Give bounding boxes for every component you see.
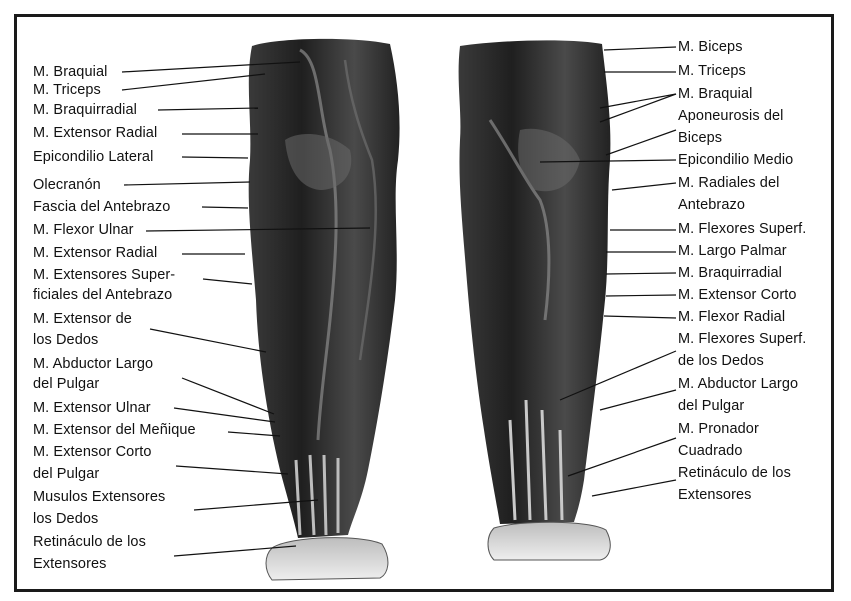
label-left-extensor-radial: M. Extensor Radial (33, 125, 157, 142)
label-left-triceps: M. Triceps (33, 82, 101, 99)
anterior-forearm (459, 40, 611, 560)
label-left-musculos-extensores-2: los Dedos (33, 511, 98, 528)
label-left-musculos-extensores-1: Musulos Extensores (33, 489, 165, 506)
posterior-wrist-bone (266, 538, 388, 580)
label-left-abductor-largo-2: del Pulgar (33, 376, 99, 393)
label-right-pronador-2: Cuadrado (678, 443, 743, 460)
label-left-braquial: M. Braquial (33, 64, 107, 81)
label-left-epicondilio-lateral: Epicondilio Lateral (33, 149, 153, 166)
label-right-flexores-dedos-2: de los Dedos (678, 353, 764, 370)
label-left-olecranon: Olecranón (33, 177, 101, 194)
label-right-pronador-1: M. Pronador (678, 421, 759, 438)
label-right-abductor-largo-1: M. Abductor Largo (678, 376, 798, 393)
label-right-flexores-superf: M. Flexores Superf. (678, 221, 806, 238)
label-left-flexor-ulnar: M. Flexor Ulnar (33, 222, 134, 239)
label-left-extensor-menique: M. Extensor del Meñique (33, 422, 196, 439)
label-left-extensor-dedos-2: los Dedos (33, 332, 98, 349)
label-right-flexores-dedos-1: M. Flexores Superf. (678, 331, 806, 348)
label-left-extensor-corto-1: M. Extensor Corto (33, 444, 152, 461)
label-right-biceps: M. Biceps (678, 39, 743, 56)
label-left-retinaculo-2: Extensores (33, 556, 107, 573)
posterior-forearm (249, 39, 400, 580)
label-right-retinaculo-1: Retináculo de los (678, 465, 791, 482)
label-right-aponeurosis-2: Biceps (678, 130, 722, 147)
label-right-aponeurosis-1: Aponeurosis del (678, 108, 784, 125)
label-right-radiales-1: M. Radiales del (678, 175, 779, 192)
label-right-epicondilio-medio: Epicondilio Medio (678, 152, 793, 169)
label-right-abductor-largo-2: del Pulgar (678, 398, 744, 415)
label-right-flexor-radial: M. Flexor Radial (678, 309, 785, 326)
label-right-largo-palmar: M. Largo Palmar (678, 243, 787, 260)
label-left-extensores-superficiales-1: M. Extensores Super- (33, 267, 175, 284)
label-left-braquirradial: M. Braquirradial (33, 102, 137, 119)
label-left-fascia-antebrazo: Fascia del Antebrazo (33, 199, 170, 216)
label-left-extensores-superficiales-2: ficiales del Antebrazo (33, 287, 172, 304)
label-left-retinaculo-1: Retináculo de los (33, 534, 146, 551)
label-left-extensor-dedos-1: M. Extensor de (33, 311, 132, 328)
label-left-extensor-corto-2: del Pulgar (33, 466, 99, 483)
label-left-abductor-largo-1: M. Abductor Largo (33, 356, 153, 373)
label-right-braquirradial: M. Braquirradial (678, 265, 782, 282)
label-left-extensor-ulnar: M. Extensor Ulnar (33, 400, 151, 417)
label-right-radiales-2: Antebrazo (678, 197, 745, 214)
label-left-extensor-radial-2: M. Extensor Radial (33, 245, 157, 262)
label-right-extensor-corto: M. Extensor Corto (678, 287, 797, 304)
label-right-braquial: M. Braquial (678, 86, 752, 103)
anterior-wrist-bone (488, 522, 610, 560)
label-right-retinaculo-2: Extensores (678, 487, 752, 504)
label-right-triceps: M. Triceps (678, 63, 746, 80)
anterior-arm-silhouette (459, 40, 611, 524)
